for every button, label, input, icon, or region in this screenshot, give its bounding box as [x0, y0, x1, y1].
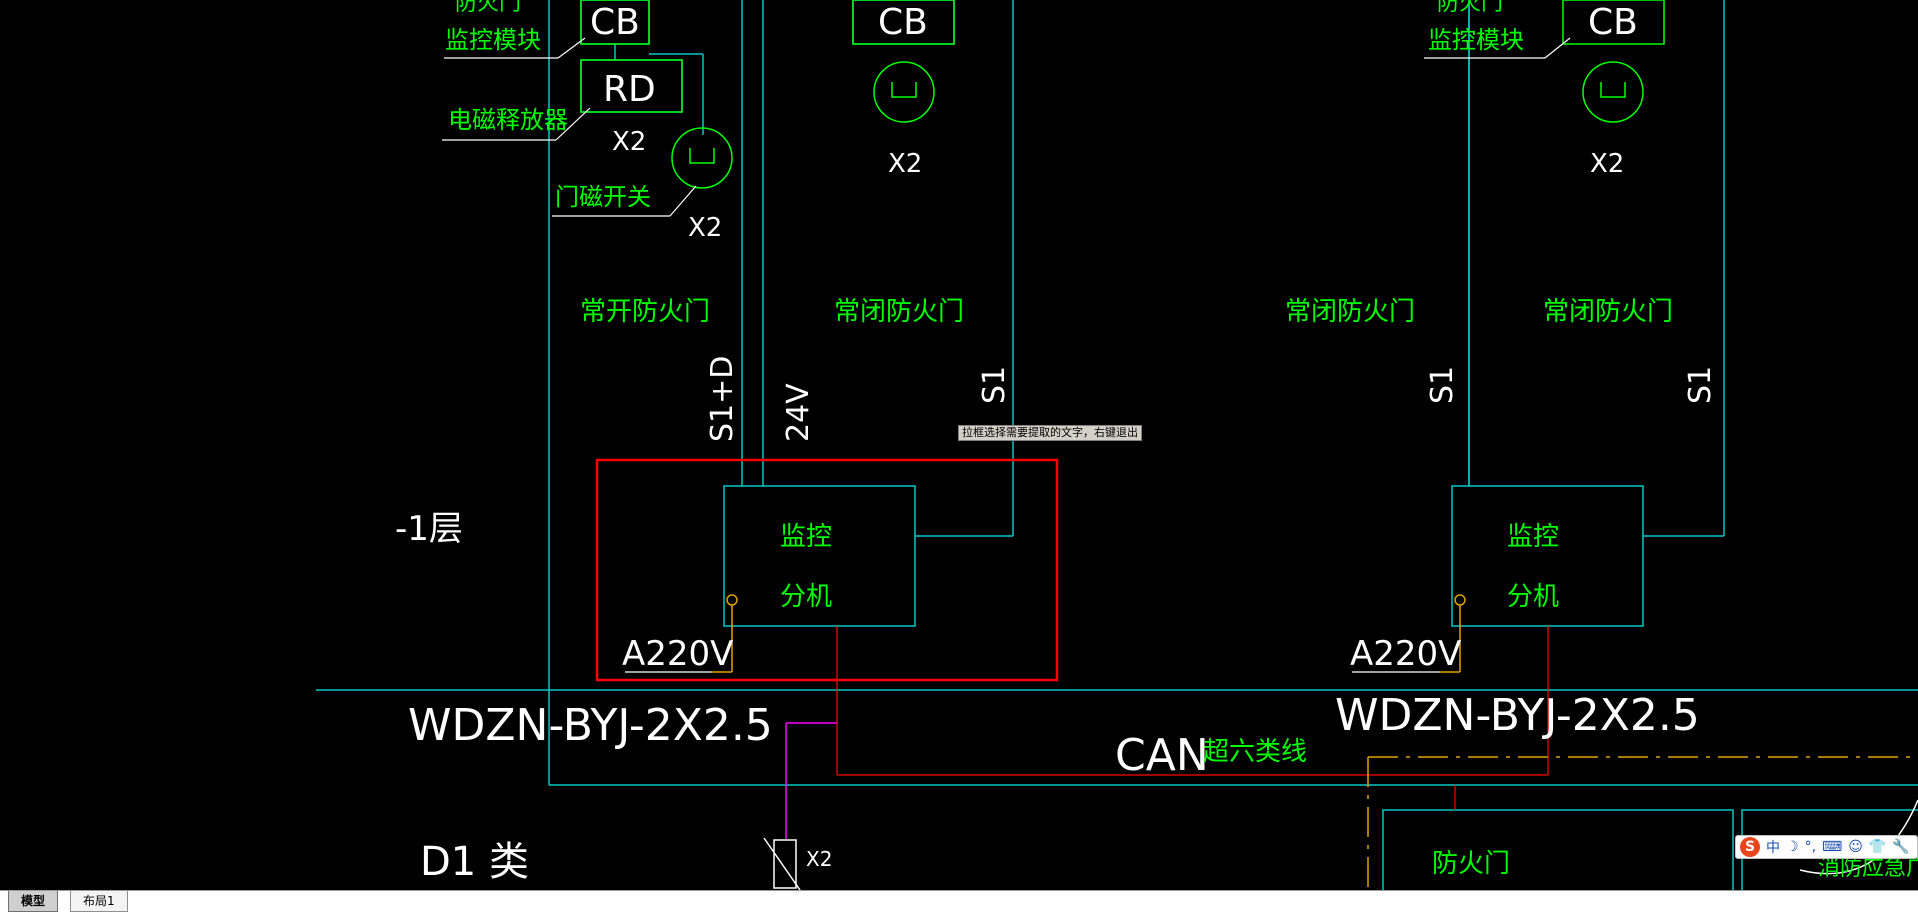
- 24v-label: 24V: [781, 383, 816, 442]
- cable-label-2: WDZN-BYJ-2X2.5: [1335, 690, 1700, 741]
- s1-label-1: S1: [977, 366, 1012, 404]
- door-switch-label: 门磁开关: [555, 183, 651, 211]
- floor-label: -1层: [395, 509, 463, 549]
- can-label: CAN: [1115, 730, 1209, 781]
- layout-tab-bar: 模型 布局1: [0, 890, 1918, 914]
- ime-skin-shirt-icon[interactable]: 👕: [1868, 839, 1887, 855]
- normally-closed-fire-door-label-2: 常闭防火门: [1285, 297, 1415, 327]
- extension-label-2: 分机: [1507, 582, 1559, 612]
- x2-device-symbol: [763, 837, 801, 890]
- d1-class-label: D1 类: [420, 839, 529, 885]
- ime-halfwidth-moon-icon[interactable]: ☽: [1786, 839, 1799, 855]
- s1-d-label: S1+D: [705, 356, 740, 442]
- ime-keyboard-icon[interactable]: ⌨: [1822, 839, 1843, 855]
- arc-symbol: [1799, 799, 1918, 875]
- fire-door-label-top-right: 防火门: [1437, 0, 1503, 16]
- cb-label-2: CB: [878, 2, 928, 43]
- tab-model[interactable]: 模型: [8, 891, 59, 912]
- fire-emergency-broadcast-label: 消防应急广播: [1818, 856, 1918, 881]
- monitor-module-label-right: 监控模块: [1428, 26, 1524, 54]
- cb-label-1: CB: [590, 2, 640, 43]
- ime-tools-wrench-icon[interactable]: 🔧: [1892, 839, 1910, 855]
- s1-label-3: S1: [1683, 366, 1718, 404]
- normally-closed-fire-door-label-3: 常闭防火门: [1543, 297, 1673, 327]
- monitor-label-1: 监控: [780, 522, 832, 552]
- selection-rectangle: [595, 458, 1059, 682]
- x2-label-1: X2: [612, 127, 646, 157]
- x2-label-3: X2: [888, 149, 922, 179]
- x2-label-5: X2: [806, 847, 832, 871]
- ime-punctuation-icon[interactable]: °,: [1804, 839, 1817, 855]
- cable-label-1: WDZN-BYJ-2X2.5: [408, 700, 773, 751]
- monitor-label-2: 监控: [1507, 522, 1559, 552]
- magenta-wire: [785, 722, 837, 840]
- a220v-label-1: A220V: [622, 634, 733, 674]
- power-taps: [712, 594, 1918, 890]
- a220v-label-2: A220V: [1350, 634, 1461, 674]
- normally-closed-fire-door-label-1: 常闭防火门: [834, 297, 964, 327]
- s1-label-2: S1: [1425, 366, 1460, 404]
- fire-door-label-bottom: 防火门: [1432, 849, 1510, 879]
- ime-user-icon[interactable]: ☺: [1848, 839, 1863, 855]
- fire-door-label-top-left: 防火门: [455, 0, 521, 16]
- green-symbols: [580, 0, 1665, 486]
- leader-lines: [442, 37, 1571, 673]
- red-circuit: [595, 458, 1549, 810]
- extension-label-1: 分机: [780, 582, 832, 612]
- cad-drawing-canvas[interactable]: 防火门 监控模块 防火门 监控模块 CB CB CB RD 电磁释放器 门磁开关…: [0, 0, 1918, 890]
- x2-label-2: X2: [688, 213, 722, 243]
- ime-toolbar[interactable]: S 中 ☽ °, ⌨ ☺ 👕 🔧: [1735, 835, 1918, 859]
- ime-chinese-mode-button[interactable]: 中: [1766, 840, 1780, 856]
- rd-label: RD: [603, 69, 656, 110]
- x2-label-4: X2: [1590, 149, 1624, 179]
- cb-label-3: CB: [1588, 2, 1638, 43]
- normally-open-fire-door-label: 常开防火门: [580, 297, 710, 327]
- em-release-label: 电磁释放器: [448, 106, 568, 134]
- monitor-module-label-left: 监控模块: [445, 26, 541, 54]
- extract-text-tooltip: 拉框选择需要提取的文字，右键退出: [958, 425, 1142, 441]
- cat6-cable-label: 超六类线: [1203, 737, 1307, 767]
- sogou-logo-icon[interactable]: S: [1740, 837, 1760, 857]
- tab-layout1[interactable]: 布局1: [70, 891, 128, 912]
